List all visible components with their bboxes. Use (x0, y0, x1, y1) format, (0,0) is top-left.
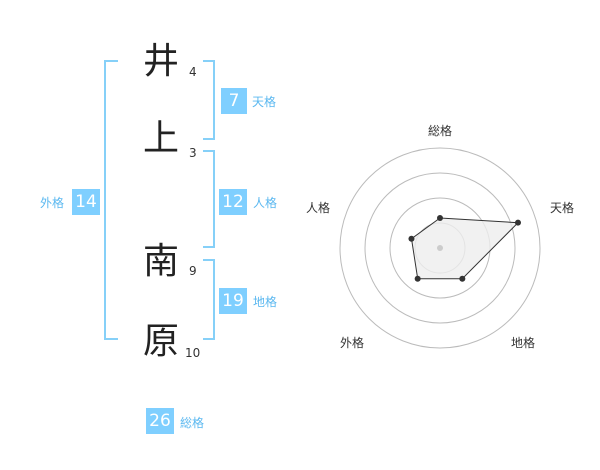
jinkaku-value: 12 (219, 189, 247, 215)
tenkaku-label: 天格 (252, 95, 277, 109)
axis-label-gaikaku: 外格 (340, 336, 365, 350)
axis-label-tenkaku: 天格 (550, 201, 575, 215)
tenkaku-bracket (203, 60, 215, 140)
radar-point-0 (437, 215, 443, 221)
soukaku-label: 総格 (180, 416, 205, 430)
radar-point-2 (459, 275, 466, 282)
radar-point-1 (514, 219, 521, 226)
jinkaku-bracket (203, 150, 215, 248)
stroke-count-4: 10 (185, 346, 201, 360)
axis-label-chikaku: 地格 (511, 336, 536, 350)
chikaku-bracket (203, 259, 215, 340)
radar-ring (364, 172, 516, 324)
axis-label-jinkaku: 人格 (306, 201, 331, 215)
radar-center (437, 245, 443, 251)
radar-shape (410, 217, 520, 280)
gaikaku-value: 14 (72, 189, 100, 215)
stroke-count-3: 9 (189, 264, 197, 278)
radar-ring (339, 147, 541, 349)
kanji-2: 上 (142, 118, 179, 159)
soukaku-value: 26 (146, 408, 174, 434)
kanji-1: 井 (142, 41, 179, 82)
stroke-count-2: 3 (189, 146, 197, 160)
kanji-3: 南 (142, 241, 179, 282)
gaikaku-bracket (104, 60, 118, 340)
axis-label-soukaku: 総格 (428, 124, 453, 138)
radar-point-3 (414, 275, 421, 282)
jinkaku-label: 人格 (253, 196, 278, 210)
chikaku-label: 地格 (253, 295, 278, 309)
kanji-4: 原 (142, 321, 179, 362)
stroke-count-1: 4 (189, 65, 197, 79)
tenkaku-value: 7 (221, 88, 247, 114)
chikaku-value: 19 (219, 288, 247, 314)
gaikaku-label: 外格 (40, 196, 65, 210)
radar-point-4 (408, 235, 415, 242)
